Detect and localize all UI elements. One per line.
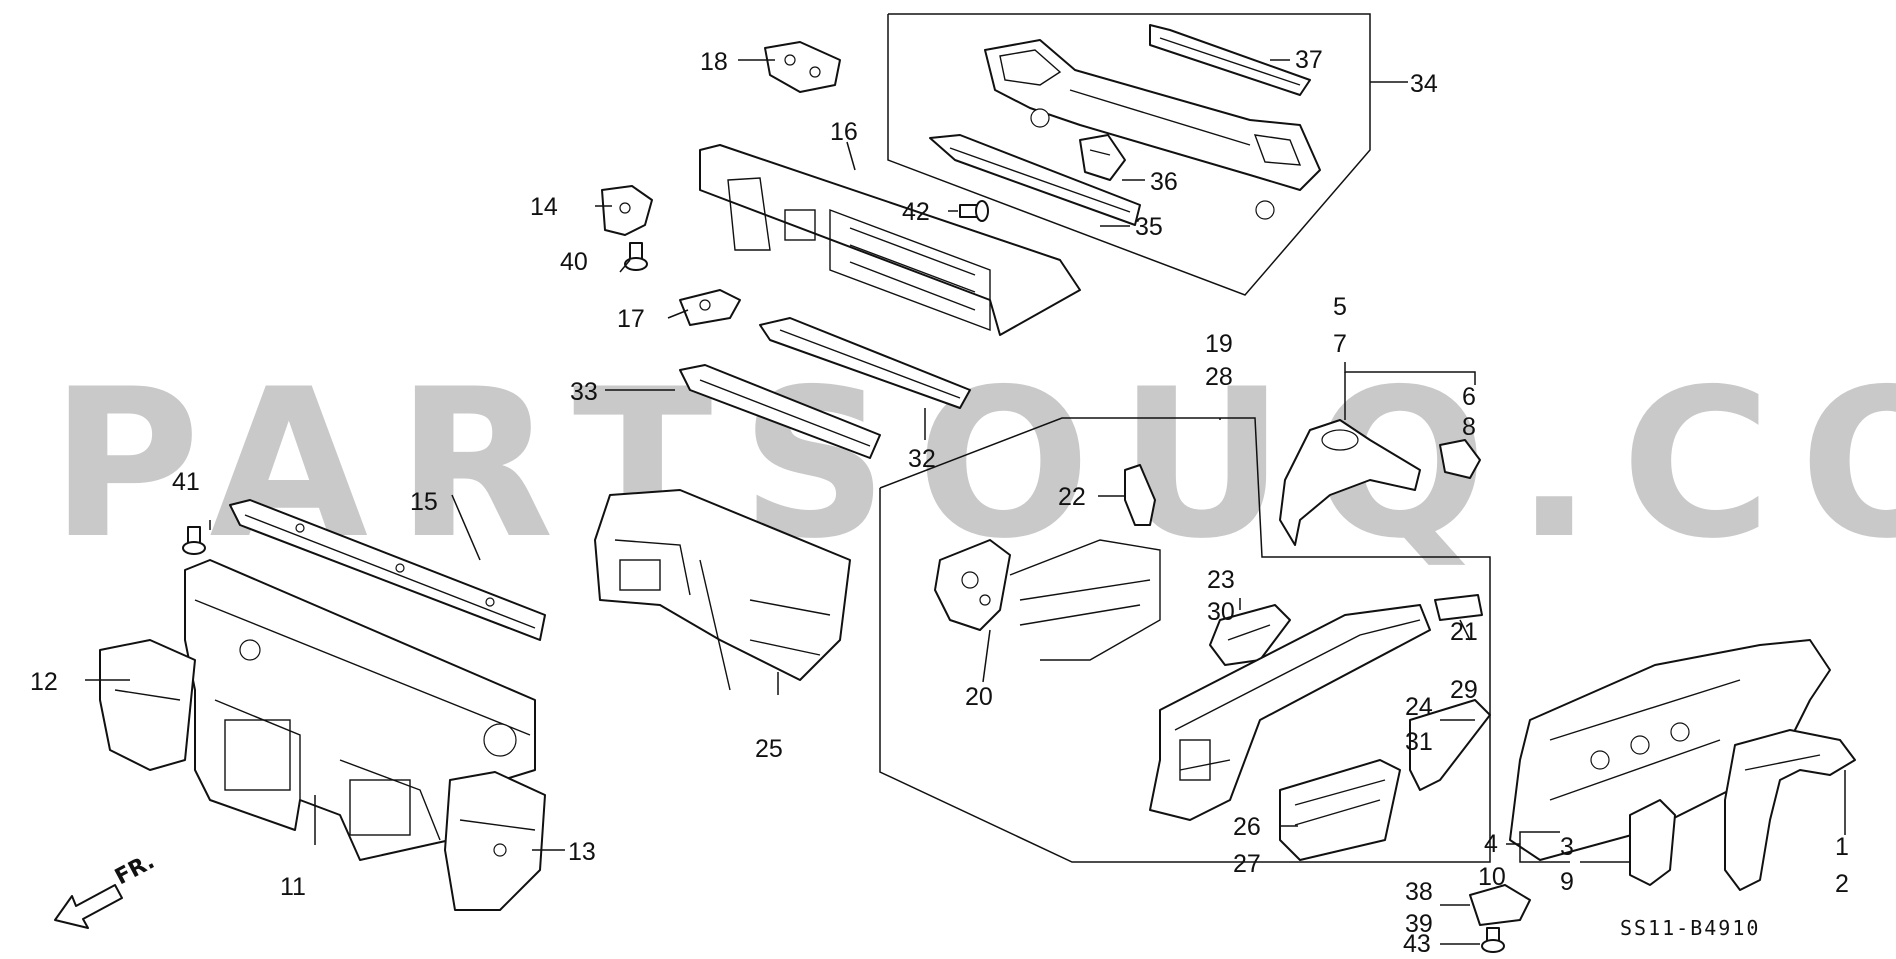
part-17-bracket: [679, 289, 741, 326]
callout-30: 30: [1207, 598, 1235, 626]
callout-4: 4: [1484, 830, 1498, 858]
callout-29: 29: [1450, 676, 1478, 704]
callout-10: 10: [1478, 863, 1506, 891]
part-32-crossmember: [759, 317, 971, 409]
leader-lines: [85, 59, 1846, 945]
callout-43: 43: [1403, 930, 1431, 958]
part-3-bracket: [1629, 799, 1676, 886]
callout-39: 39: [1405, 910, 1433, 938]
callout-41: 41: [172, 468, 200, 496]
callout-8: 8: [1462, 413, 1476, 441]
callout-1: 1: [1835, 833, 1849, 861]
callout-26: 26: [1233, 813, 1261, 841]
callout-labels: 1 2 3 4 5 6 7 8 9 10 11 12 13 14 15 16 1…: [30, 46, 1849, 958]
part-11-rear-floor: [184, 559, 536, 861]
callout-12: 12: [30, 668, 58, 696]
part-36-bracket: [1079, 134, 1126, 181]
callout-13: 13: [568, 838, 596, 866]
front-direction-label: FR.: [111, 849, 159, 890]
part-frame-rail: [1149, 604, 1431, 821]
part-43-bolt: [1481, 927, 1505, 953]
callout-11: 11: [280, 873, 306, 901]
part-6-bracket: [1439, 439, 1481, 479]
callout-23: 23: [1207, 566, 1235, 594]
callout-27: 27: [1233, 850, 1261, 878]
part-14-bracket: [601, 185, 653, 236]
callout-22: 22: [1058, 483, 1086, 511]
part-12-bracket: [99, 639, 196, 771]
callout-9: 9: [1560, 868, 1574, 896]
callout-34: 34: [1410, 70, 1438, 98]
callout-17: 17: [617, 305, 645, 333]
callout-35: 35: [1135, 213, 1163, 241]
callout-42: 42: [902, 198, 930, 226]
part-24-bracket: [1409, 699, 1491, 791]
part-22-bracket: [1124, 464, 1156, 526]
diagram-code: SS11-B4910: [1620, 916, 1760, 940]
part-35-panel: [929, 134, 1141, 226]
part-16-rear-panel: [699, 144, 1081, 336]
callout-28: 28: [1205, 363, 1233, 391]
callout-37: 37: [1295, 46, 1323, 74]
callout-2: 2: [1835, 870, 1849, 898]
part-5-bracket: [1279, 419, 1421, 546]
part-26-panel: [1279, 759, 1401, 861]
part-37-bracket: [1149, 24, 1311, 96]
part-38-bracket: [1469, 884, 1531, 926]
callout-7: 7: [1333, 330, 1347, 358]
part-15-crossmember: [229, 499, 546, 641]
part-42-bolt: [959, 200, 989, 222]
group-outline-19: [879, 417, 1491, 863]
part-25-floor-frame: [594, 489, 851, 691]
part-20-bracket: [934, 539, 1011, 631]
part-13-bracket: [444, 771, 546, 911]
part-41-bolt: [182, 526, 206, 555]
callout-32: 32: [908, 445, 936, 473]
part-18-bracket: [764, 41, 841, 93]
callout-31: 31: [1405, 728, 1433, 756]
part-4-side-panel: [1509, 639, 1831, 861]
callout-33: 33: [570, 378, 598, 406]
callout-38: 38: [1405, 878, 1433, 906]
callout-18: 18: [700, 48, 728, 76]
callout-15: 15: [410, 488, 438, 516]
group-outline-34: [887, 13, 1408, 296]
part-40-bolt: [624, 242, 648, 271]
callout-20: 20: [965, 683, 993, 711]
callout-14: 14: [530, 193, 558, 221]
part-34-beam: [984, 39, 1321, 220]
part-33-crossmember: [679, 364, 881, 459]
callout-16: 16: [830, 118, 858, 146]
callout-5: 5: [1333, 293, 1347, 321]
callout-19: 19: [1205, 330, 1233, 358]
part-21-clip: [1434, 594, 1483, 621]
callout-3: 3: [1560, 833, 1574, 861]
callout-24: 24: [1405, 693, 1433, 721]
callout-21: 21: [1450, 618, 1478, 646]
callout-36: 36: [1150, 168, 1178, 196]
callout-6: 6: [1462, 383, 1476, 411]
callout-25: 25: [755, 735, 783, 763]
part-floor-detail: [1009, 539, 1161, 661]
front-direction-arrow-icon: [54, 884, 123, 929]
callout-40: 40: [560, 248, 588, 276]
part-1-wheel-arch: [1724, 729, 1856, 891]
